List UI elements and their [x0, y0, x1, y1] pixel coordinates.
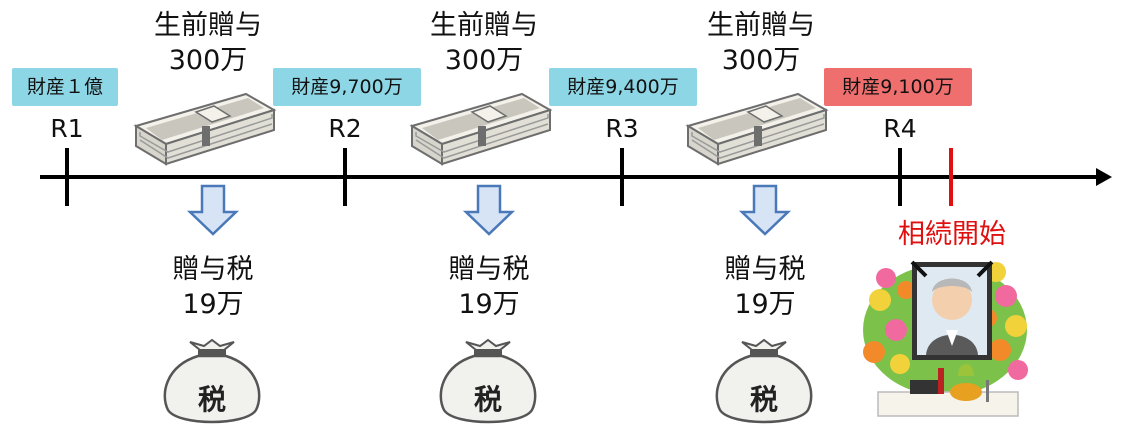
gift-label: 生前贈与 300万	[707, 10, 815, 76]
asset-box-r3: 財産9,400万	[549, 68, 697, 106]
tax-bag-icon	[715, 338, 813, 424]
down-arrow-icon	[462, 184, 516, 236]
tax-bag-icon	[163, 338, 261, 424]
tax-label: 贈与税 19万	[448, 254, 530, 320]
money-stack-icon	[133, 92, 277, 166]
tax-label: 贈与税 19万	[724, 254, 806, 320]
period-label-r3: R3	[605, 114, 639, 143]
gift-label: 生前贈与 300万	[430, 10, 538, 76]
money-stack-icon	[685, 92, 829, 166]
tax-bag-icon	[439, 338, 537, 424]
tax-bag-text: 税	[749, 383, 778, 416]
tax-label: 贈与税 19万	[172, 254, 254, 320]
down-arrow-icon	[738, 184, 792, 236]
asset-box-r4: 財産9,100万	[824, 68, 972, 106]
gift-label: 生前贈与 300万	[154, 10, 262, 76]
asset-box-r2: 財産9,700万	[273, 68, 421, 106]
down-arrow-icon	[186, 184, 240, 236]
inheritance-start-label: 相続開始	[898, 219, 1006, 250]
funeral-altar-icon	[863, 260, 1028, 417]
tax-bag-text: 税	[197, 383, 226, 416]
timeline-arrowhead	[1096, 168, 1112, 186]
period-label-r4: R4	[883, 114, 917, 143]
asset-box-r1: 財産１億	[12, 68, 118, 106]
period-label-r1: R1	[50, 114, 84, 143]
tax-bag-text: 税	[473, 383, 502, 416]
money-stack-icon	[409, 92, 553, 166]
period-label-r2: R2	[328, 114, 362, 143]
